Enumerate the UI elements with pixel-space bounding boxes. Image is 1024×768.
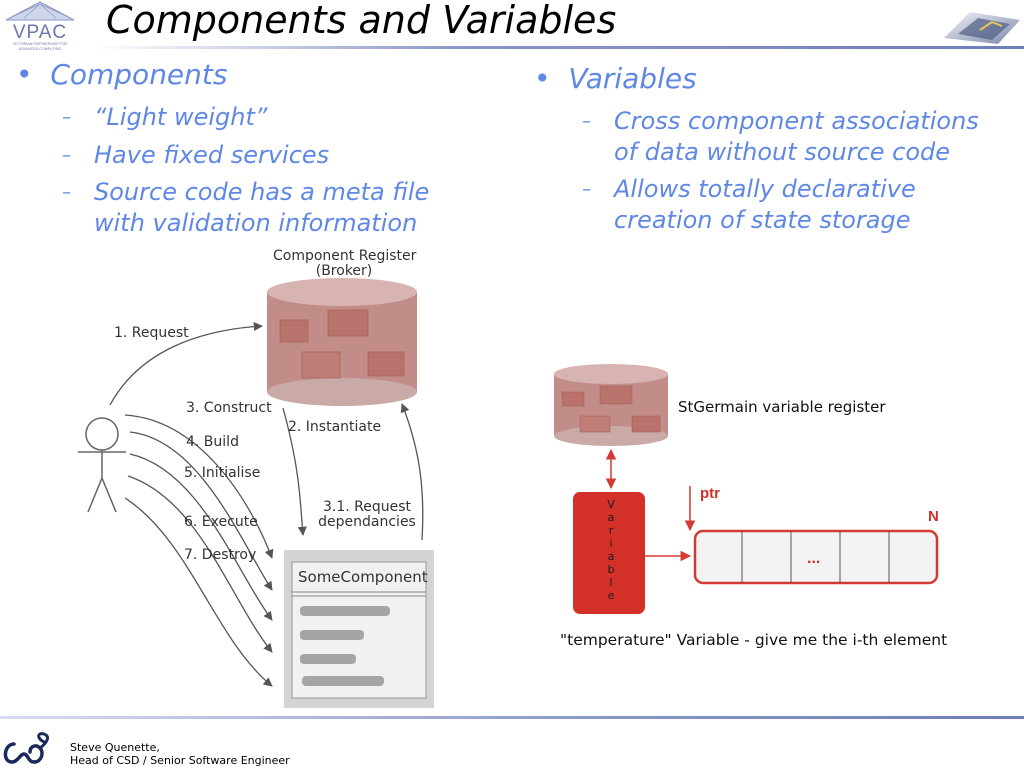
footer-divider [0,716,1024,719]
corner-graphic [940,4,1024,46]
footer-role: Head of CSD / Senior Software Engineer [70,754,290,767]
variable-letter: i [609,537,613,550]
variable-letter: e [607,589,615,602]
deps-line-1: 3.1. Request [322,499,412,515]
components-heading-text: Components [50,58,228,91]
label-initialise: 5. Initialise [184,465,261,481]
footer-author: Steve Quenette, [70,741,160,754]
label-request-dependancies: 3.1. Request dependancies [315,500,419,530]
components-item-3: – Source code has a meta file with valid… [62,177,472,239]
component-register-drum [267,278,417,406]
variables-item-2-text: Allows totally declarative creation of s… [614,175,916,234]
variable-box [573,492,645,614]
variable-letter: a [607,550,615,563]
slide-title: Components and Variables [106,0,617,42]
variable-letter: l [609,576,613,589]
deps-line-2: dependancies [318,514,416,530]
array-ellipsis: ... [807,550,821,567]
variable-letter: b [607,563,615,576]
vpac-logo: VPAC VICTORIAN PARTNERSHIP FOR ADVANCED … [5,1,75,51]
components-item-2: – Have fixed services [62,140,472,171]
ptr-label: ptr [700,485,720,502]
component-diagram [78,278,434,708]
variables-item-1: – Cross component associations of data w… [582,106,1012,168]
variables-item-2: – Allows totally declarative creation of… [582,174,1012,236]
variable-box-label: V a r i a b l e [575,498,647,602]
variable-diagram [554,364,939,614]
components-item-2-text: Have fixed services [94,141,330,169]
data-array [693,529,939,585]
label-request: 1. Request [114,325,189,341]
components-item-3-text: Source code has a meta file with validat… [94,178,430,237]
variables-heading: • Variables [534,62,697,95]
footer-logo [3,732,49,764]
register-label-line-1: Component Register [273,248,417,264]
title-divider [92,46,1024,49]
some-component-box [284,550,434,708]
components-item-1-text: “Light weight” [94,103,268,131]
variable-caption: "temperature" Variable - give me the i-t… [560,631,948,649]
register-label-line-2: (Broker) [315,263,373,279]
svg-text:ADVANCED COMPUTING: ADVANCED COMPUTING [19,47,62,51]
user-stick-figure [78,417,126,513]
variable-register-drum [554,364,668,446]
label-construct: 3. Construct [186,400,272,416]
variables-heading-text: Variables [568,62,697,95]
label-execute: 6. Execute [184,514,258,530]
label-destroy: 7. Destroy [184,547,257,563]
svg-text:VICTORIAN PARTNERSHIP FOR: VICTORIAN PARTNERSHIP FOR [13,42,68,46]
variable-register-label: StGermain variable register [678,398,886,416]
component-register-label: Component Register (Broker) [273,248,417,279]
n-label: N [928,508,939,525]
components-item-1: – “Light weight” [62,102,472,133]
components-heading: • Components [16,58,228,91]
variable-letter: r [608,524,614,537]
variable-letter: V [607,498,615,511]
label-build: 4. Build [186,434,239,450]
variable-letter: a [607,511,615,524]
variables-item-1-text: Cross component associations of data wit… [614,107,979,166]
label-instantiate: 2. Instantiate [288,419,382,435]
some-component-title: SomeComponent [298,568,428,586]
logo-wordmark: VPAC [13,22,67,43]
